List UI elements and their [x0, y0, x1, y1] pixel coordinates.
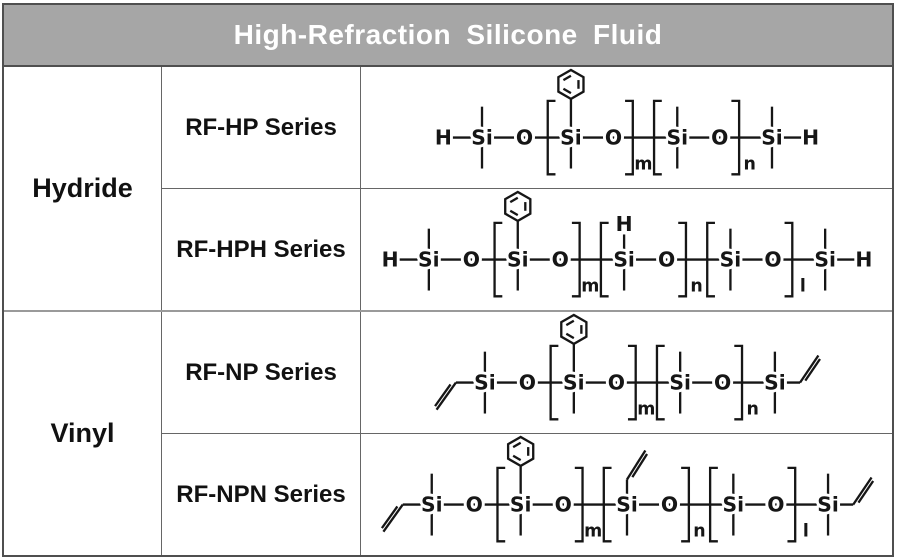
svg-text:Si: Si	[669, 370, 691, 394]
svg-text:Si: Si	[506, 247, 528, 271]
table-title: High-Refraction Silicone Fluid	[233, 19, 663, 50]
svg-text:O: O	[462, 247, 479, 271]
product-table: High-Refraction Silicone Fluid Hydride R…	[2, 3, 894, 557]
series-label: RF-NP Series	[185, 358, 337, 386]
series-cell-rf-np: RF-NP Series	[162, 312, 361, 433]
svg-text:Si: Si	[509, 492, 531, 516]
svg-text:Si: Si	[560, 125, 582, 149]
svg-text:Si: Si	[420, 492, 442, 516]
category-label: Hydride	[32, 173, 133, 203]
svg-text:O: O	[515, 125, 532, 149]
svg-text:O: O	[607, 370, 624, 394]
svg-text:O: O	[518, 370, 535, 394]
svg-text:m: m	[584, 521, 602, 541]
svg-text:H: H	[434, 125, 451, 149]
svg-text:H: H	[615, 211, 632, 235]
svg-text:Si: Si	[613, 247, 635, 271]
series-label: RF-NPN Series	[176, 480, 346, 508]
svg-text:O: O	[551, 247, 568, 271]
svg-text:Si: Si	[474, 370, 496, 394]
svg-text:n: n	[743, 154, 755, 174]
svg-text:m: m	[637, 399, 655, 419]
svg-text:Si: Si	[722, 492, 744, 516]
category-cell-hydride: Hydride	[4, 67, 162, 310]
svg-text:m: m	[634, 154, 652, 174]
table-title-bar: High-Refraction Silicone Fluid	[4, 5, 892, 67]
svg-text:Si: Si	[666, 125, 688, 149]
svg-text:l: l	[799, 276, 805, 296]
series-label: RF-HPH Series	[176, 235, 346, 263]
series-cell-rf-hp: RF-HP Series	[162, 67, 361, 188]
svg-text:O: O	[660, 492, 677, 516]
svg-text:n: n	[690, 276, 702, 296]
svg-text:O: O	[711, 125, 728, 149]
svg-text:Si: Si	[814, 247, 836, 271]
svg-text:n: n	[746, 399, 758, 419]
svg-text:Si: Si	[418, 247, 440, 271]
svg-text:l: l	[802, 521, 808, 541]
svg-text:Si: Si	[761, 125, 783, 149]
svg-text:O: O	[764, 247, 781, 271]
svg-text:H: H	[802, 125, 819, 149]
svg-text:Si: Si	[471, 125, 493, 149]
category-cell-vinyl: Vinyl	[4, 312, 162, 555]
svg-text:O: O	[604, 125, 621, 149]
structure-diagram: Si O Si Om Si On Si	[433, 313, 821, 421]
svg-text:O: O	[554, 492, 571, 516]
structure-diagram: H Si O Si Om Si On Si H	[431, 68, 822, 176]
svg-text:Si: Si	[616, 492, 638, 516]
category-label: Vinyl	[50, 418, 115, 448]
svg-text:H: H	[381, 247, 398, 271]
svg-text:n: n	[693, 521, 705, 541]
svg-text:O: O	[767, 492, 784, 516]
svg-text:Si: Si	[719, 247, 741, 271]
svg-text:O: O	[714, 370, 731, 394]
structure-diagram: Si O Si Om Si On Si Ol Si	[380, 435, 874, 543]
svg-text:Si: Si	[817, 492, 839, 516]
structure-diagram: H Si O Si Om H Si On Si Ol Si H	[378, 190, 875, 298]
svg-text:Si: Si	[563, 370, 585, 394]
svg-text:Si: Si	[764, 370, 786, 394]
svg-text:O: O	[465, 492, 482, 516]
svg-text:O: O	[658, 247, 675, 271]
series-cell-rf-npn: RF-NPN Series	[162, 434, 361, 555]
series-label: RF-HP Series	[185, 113, 337, 141]
series-cell-rf-hph: RF-HPH Series	[162, 189, 361, 310]
svg-text:m: m	[581, 276, 599, 296]
svg-text:H: H	[855, 247, 872, 271]
